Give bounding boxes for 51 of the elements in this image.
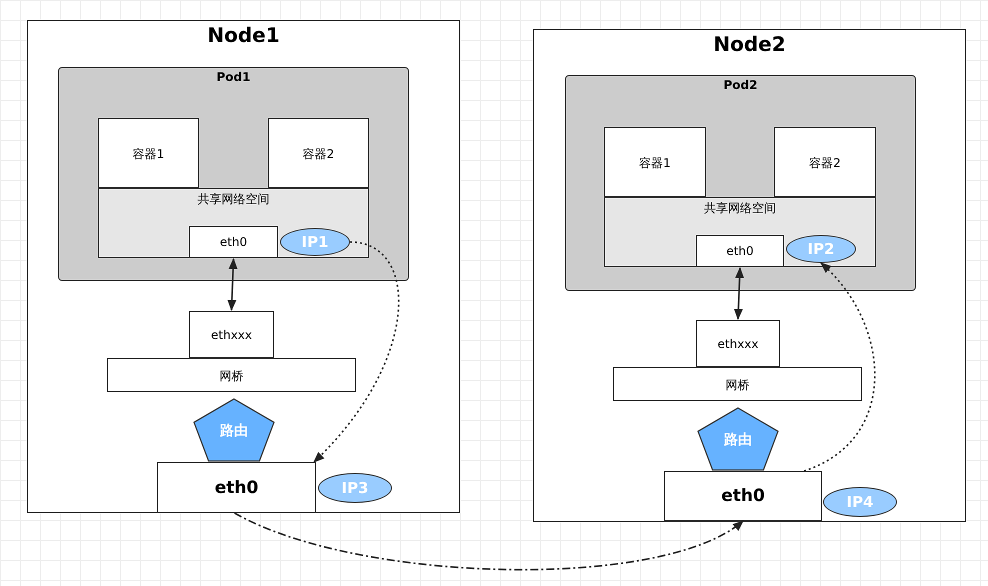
ip-ellipse <box>318 473 392 503</box>
node-label: 路由 <box>219 422 249 440</box>
node-label: ethxxx <box>210 328 253 342</box>
node-label: eth0 <box>720 486 766 506</box>
node-label: 路由 <box>723 431 753 449</box>
ip-ellipse <box>823 487 897 517</box>
ip-ellipse <box>280 228 350 256</box>
node-label: IP2 <box>806 240 836 258</box>
node-label: 共享网络空间 <box>703 200 777 217</box>
node-label: 容器2 <box>302 146 336 163</box>
interface-box <box>268 118 369 188</box>
pod-box <box>565 75 916 291</box>
node-label: 容器2 <box>808 155 842 172</box>
node-label: 共享网络空间 <box>196 191 270 208</box>
node-label: 网桥 <box>724 377 750 394</box>
arrow <box>804 262 876 472</box>
node-label: Node2 <box>712 32 787 56</box>
shared-network-band <box>604 197 876 267</box>
arrow <box>227 258 238 312</box>
interface-box <box>604 127 706 197</box>
node-label: 容器1 <box>132 146 166 163</box>
node-label: eth0 <box>214 478 260 498</box>
node-box <box>27 20 460 513</box>
interface-box <box>107 358 356 392</box>
ip-ellipse <box>786 235 856 263</box>
node-label: IP3 <box>340 479 370 497</box>
node-label: IP1 <box>300 233 330 251</box>
node-label: Node1 <box>206 23 281 47</box>
node-label: IP4 <box>845 493 874 511</box>
shared-network-band <box>98 188 369 258</box>
arrow <box>313 241 400 463</box>
pod-box <box>58 67 409 281</box>
node-label: eth0 <box>218 235 248 249</box>
interface-box <box>696 320 780 367</box>
interface-box <box>189 226 278 258</box>
node-label: Pod1 <box>216 70 252 84</box>
node-label: 网桥 <box>218 368 244 385</box>
interface-box <box>664 471 822 521</box>
node-box <box>533 29 966 522</box>
interface-box <box>774 127 876 197</box>
node-label: eth0 <box>725 244 755 258</box>
arrow <box>734 266 744 320</box>
node-label: ethxxx <box>716 336 760 350</box>
interface-box <box>613 367 862 401</box>
node-label: Pod2 <box>722 78 758 92</box>
interface-box <box>98 118 199 188</box>
interface-box <box>157 462 316 513</box>
interface-box <box>189 311 274 358</box>
node-label: 容器1 <box>638 155 672 172</box>
interface-box <box>696 235 784 267</box>
arrow <box>234 512 744 570</box>
